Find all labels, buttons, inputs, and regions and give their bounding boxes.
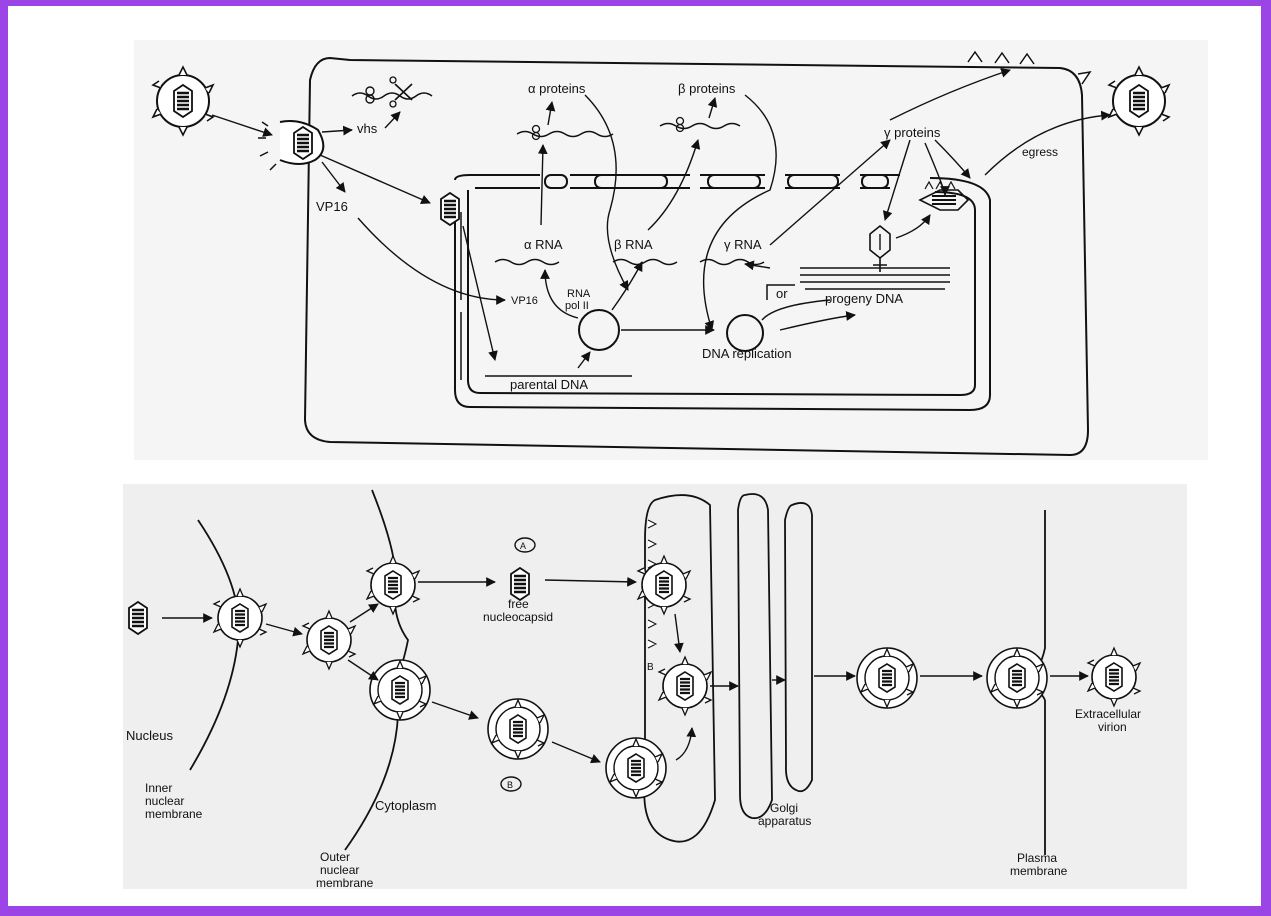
label-plasma-1: Plasma [1017,851,1057,865]
label-vp16-cytoplasm: VP16 [316,199,348,214]
label-progeny-dna: progeny DNA [825,291,903,306]
label-vp16-nucleus: VP16 [511,295,538,307]
label-golgi-2: apparatus [758,814,811,828]
label-beta-rna: β RNA [614,237,653,252]
label-plasma-2: membrane [1010,864,1068,878]
label-b-small: B [647,662,654,673]
bottom-egress-diagram [129,490,1140,855]
label-parental-dna: parental DNA [510,377,588,392]
label-gamma-proteins: γ proteins [884,125,941,140]
label-nucleus: Nucleus [126,728,173,743]
label-dna-replication: DNA replication [702,346,792,361]
label-alpha-proteins: α proteins [528,81,586,96]
label-outer-2: nuclear [320,863,359,877]
label-rna-pol-line1: RNA [567,288,591,300]
label-or: or [776,286,788,301]
label-inner-2: nuclear [145,794,184,808]
label-outer-3: membrane [316,876,374,890]
label-gamma-rna: γ RNA [724,237,762,252]
label-extracellular-1: Extracellular [1075,707,1141,721]
label-inner-3: membrane [145,807,203,821]
label-egress: egress [1022,145,1058,159]
label-free-nucleocapsid-2: nucleocapsid [483,610,553,624]
inner-nuclear-membrane [190,520,239,770]
label-vhs: vhs [357,121,378,136]
golgi-cisterna-3 [785,503,812,791]
cell-membrane [305,58,1088,455]
label-extracellular-2: virion [1098,720,1127,734]
bottom-labels: A B B free nucleocapsid Nucleus Inner nu… [126,541,1141,890]
golgi-cisterna-2 [738,494,772,818]
label-cytoplasm: Cytoplasm [375,798,436,813]
label-circle-b: B [507,780,513,790]
label-alpha-rna: α RNA [524,237,563,252]
nuclear-envelope [455,175,990,410]
label-rna-pol-line2: pol II [565,300,589,312]
label-circle-a: A [520,541,526,551]
label-outer-1: Outer [320,850,350,864]
label-beta-proteins: β proteins [678,81,736,96]
label-inner-1: Inner [145,781,172,795]
label-free-nucleocapsid-1: free [508,597,529,611]
label-golgi-1: Golgi [770,801,798,815]
top-cell-diagram [153,52,1169,455]
